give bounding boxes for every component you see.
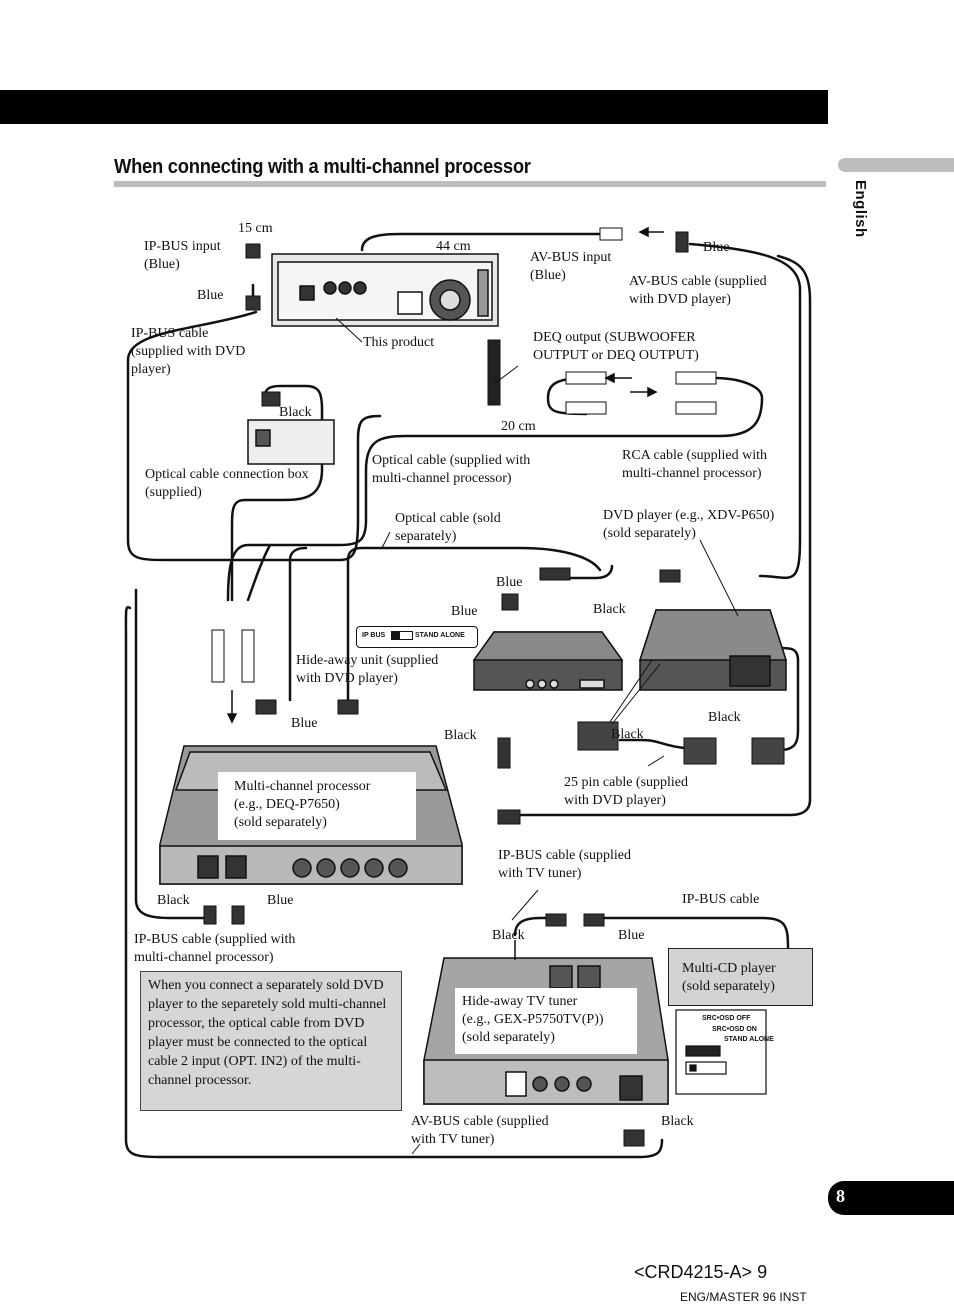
title-rule [114,181,826,187]
label-hideaway-unit: Hide-away unit (supplied with DVD player… [296,653,439,686]
label-avbus-cable-dvd: AV-BUS cable (supplied with DVD player) [629,274,767,307]
label-multi-cd: Multi-CD player (sold separately) [682,961,776,994]
cable-ipbus-tv [513,916,558,937]
cable-ipbus-cd [596,916,790,950]
doc-code: <CRD4215-A> 9 [634,1262,768,1282]
tv-switch-box [675,1009,767,1095]
label-blue-mcp: Blue [291,716,318,731]
label-black-hideaway: Black [593,602,626,617]
switch-label-standalone: STAND ALONE [415,632,465,639]
label-blue-tv: Blue [618,928,645,943]
label-optical-cable-mcp: Optical cable (supplied with multi-chann… [372,453,531,486]
switch-slider [391,631,413,640]
cable-avbus-top [360,232,802,579]
cable-optical-mcp [230,384,324,602]
language-tab [838,158,954,172]
hideaway-unit [472,631,624,691]
mcp-label-box [218,772,416,840]
label-blue-ipbus: Blue [197,288,224,303]
label-avbus-tv: AV-BUS cable (supplied with TV tuner) [411,1114,549,1147]
hideaway-switch [356,626,478,648]
cable-25pin [618,646,800,752]
note-panel [140,971,402,1111]
cable-optical-sold [346,546,602,702]
label-ipbus-cable: IP-BUS cable [682,892,760,907]
page-number-tab [828,1181,954,1215]
tv-tuner-label-box [455,988,637,1054]
note-text: When you connect a separately sold DVD p… [148,978,387,1088]
label-black-box: Black [279,405,312,420]
multi-cd-player-box [668,948,813,1006]
label-this-product: This product [363,335,435,350]
label-20cm: 20 cm [501,419,536,434]
label-ipbus-mcp: IP-BUS cable (supplied with multi-channe… [134,932,296,965]
label-15cm: 15 cm [238,221,273,236]
label-25pin-cable: 25 pin cable (supplied with DVD player) [564,775,689,808]
header-bar [0,90,828,124]
cable-loop-2 [134,588,207,920]
label-blue-hideaway-2: Blue [451,604,478,619]
label-ipbus-cable-dvd: IP-BUS cable (supplied with DVD player) [131,326,246,377]
label-optical-sold: Optical cable (sold separately) [395,511,501,544]
label-black-dvd-1: Black [708,710,741,725]
cable-rca [226,376,764,602]
switch-label-ipbus: IP BUS [362,632,386,639]
label-44cm: 44 cm [436,239,471,254]
label-ipbus-input: IP-BUS input (Blue) [144,239,221,272]
label-optical-box: Optical cable connection box (supplied) [145,467,309,500]
label-avbus-input: AV-BUS input (Blue) [530,250,612,283]
label-blue-avbus: Blue [703,240,730,255]
cable-rca-right [246,543,272,602]
this-product-head-unit [271,253,499,327]
label-rca-cable: RCA cable (supplied with multi-channel p… [622,448,768,481]
optical-connection-box [247,419,335,465]
tv-switch-opt3: STAND ALONE [724,1036,774,1043]
label-dvd-player: DVD player (e.g., XDV-P650) (sold separa… [603,508,775,541]
cable-ipbus-long [124,606,664,1159]
label-tv-tuner: Hide-away TV tuner (e.g., GEX-P5750TV(P)… [462,994,604,1045]
label-ipbus-tv: IP-BUS cable (supplied with TV tuner) [498,848,631,881]
label-blue-hideaway-1: Blue [496,575,523,590]
doc-master: ENG/MASTER 96 INST [680,1290,807,1304]
cable-right-loop [518,254,812,817]
label-black-left: Black [444,728,477,743]
tv-switch-opt2: SRC•OSD ON [712,1026,757,1033]
cable-optical-sold2 [288,546,308,702]
label-black-dvd-2: Black [611,727,644,742]
section-title: When connecting with a multi-channel pro… [114,156,531,178]
label-black-tv: Black [492,928,525,943]
dvd-player [638,609,788,691]
label-deq-output: DEQ output (SUBWOOFER OUTPUT or DEQ OUTP… [533,330,699,363]
label-black-tv-2: Black [661,1114,694,1129]
cable-hideaway-right [568,564,614,580]
label-black-mcp: Black [157,893,190,908]
page-number: 8 [836,1186,845,1206]
language-label: English [852,180,869,238]
label-blue-mcp-2: Blue [267,893,294,908]
tv-switch-opt1: SRC•OSD OFF [702,1015,751,1022]
label-multi-channel-processor: Multi-channel processor (e.g., DEQ-P7650… [234,779,371,830]
